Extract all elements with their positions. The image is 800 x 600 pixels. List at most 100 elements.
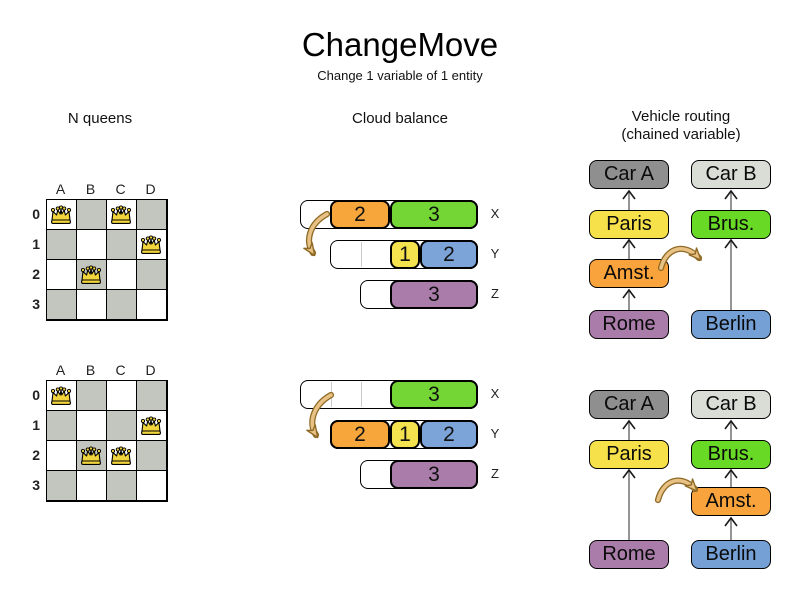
computer-label-y: Y	[490, 426, 500, 441]
process-cpu-value: 2	[443, 422, 455, 446]
board-row-label: 3	[32, 477, 40, 493]
board-cell-D3	[137, 471, 167, 501]
process-cpu-value: 2	[354, 202, 366, 226]
process-block: 2	[420, 420, 478, 449]
computer-label-y: Y	[490, 246, 500, 261]
process-cpu-value: 3	[428, 462, 440, 486]
board-col-label: A	[55, 362, 67, 378]
vr-after-paris: Paris	[589, 440, 669, 469]
board-cell-B0	[77, 200, 107, 230]
vr-box-label: Amst.	[603, 262, 655, 284]
board-row-label: 0	[32, 387, 40, 403]
process-cpu-value: 3	[428, 202, 440, 226]
board-col-label: C	[115, 181, 127, 197]
vr-box-label: Car A	[603, 163, 655, 185]
vr-after-rome: Rome	[589, 540, 669, 569]
board-cell-A2	[47, 260, 77, 290]
vr-box-label: Car A	[603, 393, 655, 415]
vr-after-brussels: Brus.	[691, 440, 771, 469]
board-cell-C0	[107, 381, 137, 411]
vr-box-label: Paris	[606, 213, 652, 235]
queen-icon	[78, 264, 104, 286]
queen-icon	[138, 234, 164, 256]
computer-label-z: Z	[491, 466, 499, 481]
queen-icon	[138, 415, 164, 437]
process-cpu-value: 2	[354, 422, 366, 446]
page-title: ChangeMove	[301, 26, 499, 63]
section-header-vehicle-routing-line1: Vehicle routing	[631, 108, 731, 125]
vr-before-car-a: Car A	[589, 160, 669, 189]
process-block: 1	[390, 420, 420, 449]
board-col-label: B	[85, 362, 97, 378]
board-cell-D2	[137, 260, 167, 290]
process-block: 2	[330, 200, 390, 229]
queen-icon	[78, 445, 104, 467]
board-cell-D0	[137, 200, 167, 230]
vr-box-label: Brus.	[707, 443, 755, 465]
board-cell-A2	[47, 441, 77, 471]
vr-box-label: Paris	[606, 443, 652, 465]
process-block: 3	[390, 460, 478, 489]
section-header-vehicle-routing-line2: (chained variable)	[621, 126, 741, 143]
board-cell-C3	[107, 290, 137, 320]
section-header-cloud-balance: Cloud balance	[352, 110, 448, 127]
process-cpu-value: 1	[399, 422, 411, 446]
board-cell-B0	[77, 381, 107, 411]
process-block: 3	[390, 380, 478, 409]
vr-before-berlin: Berlin	[691, 310, 771, 339]
board-col-label: C	[115, 362, 127, 378]
board-cell-B1	[77, 411, 107, 441]
board-col-label: A	[55, 181, 67, 197]
board-cell-D3	[137, 290, 167, 320]
computer-label-x: X	[490, 386, 500, 401]
board-cell-D2	[137, 441, 167, 471]
process-block: 3	[390, 280, 478, 309]
queen-icon	[108, 445, 134, 467]
queen-icon	[48, 385, 74, 407]
board-col-label: D	[145, 362, 157, 378]
board-row-label: 3	[32, 296, 40, 312]
process-block: 2	[420, 240, 478, 269]
board-row-label: 1	[32, 417, 40, 433]
computer-label-x: X	[490, 206, 500, 221]
board-cell-B3	[77, 290, 107, 320]
board-col-label: D	[145, 181, 157, 197]
vr-box-label: Rome	[602, 543, 656, 565]
vr-before-paris: Paris	[589, 210, 669, 239]
board-cell-C3	[107, 471, 137, 501]
board-cell-C1	[107, 411, 137, 441]
queen-icon	[108, 204, 134, 226]
board-row-label: 2	[32, 266, 40, 282]
process-cpu-value: 2	[443, 242, 455, 266]
vr-box-label: Amst.	[705, 490, 757, 512]
board-cell-C2	[107, 260, 137, 290]
board-cell-B1	[77, 230, 107, 260]
queen-icon	[48, 204, 74, 226]
page-subtitle: Change 1 variable of 1 entity	[317, 68, 483, 83]
vr-after-car-a: Car A	[589, 390, 669, 419]
vr-box-label: Car B	[705, 393, 757, 415]
board-cell-B3	[77, 471, 107, 501]
vr-before-rome: Rome	[589, 310, 669, 339]
vr-after-car-b: Car B	[691, 390, 771, 419]
process-block: 3	[390, 200, 478, 229]
board-cell-C1	[107, 230, 137, 260]
move-arrow-vr-after	[654, 477, 699, 504]
vr-box-label: Berlin	[705, 543, 757, 565]
section-header-nqueens: N queens	[67, 110, 133, 127]
computer-label-z: Z	[491, 286, 499, 301]
board-cell-A3	[47, 290, 77, 320]
process-cpu-value: 3	[428, 382, 440, 406]
process-block: 2	[330, 420, 390, 449]
vr-after-amsterdam: Amst.	[691, 487, 771, 516]
vr-box-label: Car B	[705, 163, 757, 185]
vr-after-berlin: Berlin	[691, 540, 771, 569]
vr-before-car-b: Car B	[691, 160, 771, 189]
vr-before-amsterdam: Amst.	[589, 259, 669, 288]
vr-box-label: Brus.	[707, 213, 755, 235]
board-cell-A1	[47, 230, 77, 260]
board-row-label: 0	[32, 206, 40, 222]
process-cpu-value: 1	[399, 242, 411, 266]
board-row-label: 2	[32, 447, 40, 463]
